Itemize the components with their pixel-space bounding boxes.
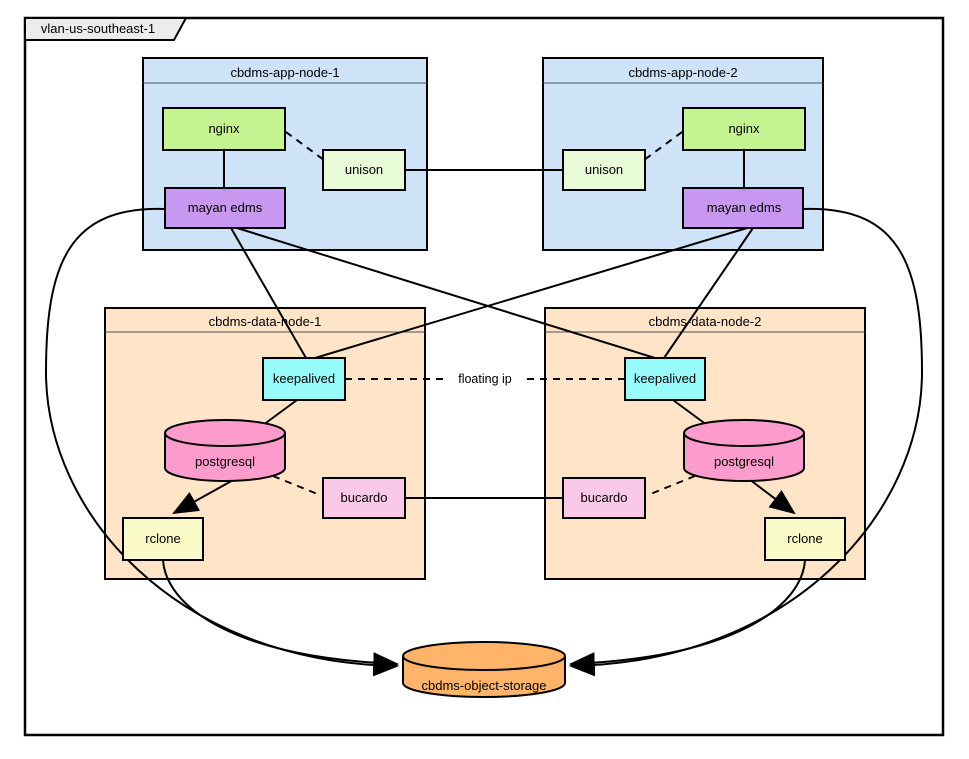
data-node-1-services: keepalived postgresql bucardo rclone [122, 357, 406, 561]
unison-2-node [562, 149, 646, 191]
floating-ip-label: floating ip [458, 372, 512, 386]
rclone-2-label: rclone [787, 531, 822, 546]
rclone-1-node [122, 517, 204, 561]
postgresql-2-label: postgresql [714, 454, 774, 469]
data-node-2-services: keepalived postgresql bucardo rclone [562, 357, 846, 561]
edges [44, 131, 924, 677]
edge-postgresql1-bucardo1-dashed [272, 475, 321, 496]
keepalived-2-node [624, 357, 706, 401]
edge-postgresql2-bucardo2-dashed [647, 475, 696, 496]
keepalived-1-node [262, 357, 346, 401]
floating-ip-annotation: floating ip [449, 369, 521, 389]
edge-mayan1-keepalived1 [230, 227, 307, 359]
nginx-2-label: nginx [728, 121, 760, 136]
keepalived-1-label: keepalived [273, 371, 335, 386]
bucardo-1-node [322, 477, 406, 519]
edge-mayan1-storage-curve [44, 207, 400, 677]
postgresql-1-top [164, 419, 286, 447]
postgresql-1-cylinder: postgresql [164, 419, 286, 482]
app-node-2-services: nginx unison mayan edms [562, 107, 806, 229]
app-node-2-title: cbdms-app-node-2 [628, 65, 737, 80]
nginx-2-node [682, 107, 806, 151]
rclone-2-node [764, 517, 846, 561]
edge-nginx2-unison2-dashed [639, 131, 683, 164]
edge-postgresql2-rclone2-arrow [748, 478, 796, 515]
keepalived-2-label: keepalived [634, 371, 696, 386]
data-node-2-title: cbdms-data-node-2 [649, 314, 762, 329]
data-node-1-title: cbdms-data-node-1 [209, 314, 322, 329]
object-storage-top [402, 641, 566, 671]
vlan-label-tab [24, 17, 188, 41]
unison-1-label: unison [345, 162, 383, 177]
object-storage-cylinder: cbdms-object-storage [402, 641, 566, 698]
postgresql-2-cylinder: postgresql [683, 419, 805, 482]
unison-1-node [322, 149, 406, 191]
nginx-1-node [162, 107, 286, 151]
floating-ip-label-bg [449, 369, 521, 389]
edge-mayan2-keepalived2 [663, 227, 754, 359]
edge-rclone1-storage-curve [162, 559, 400, 674]
bucardo-2-label: bucardo [581, 490, 628, 505]
app-node-1-title: cbdms-app-node-1 [230, 65, 339, 80]
unison-2-label: unison [585, 162, 623, 177]
mayan-edms-2-node [682, 187, 804, 229]
nginx-1-label: nginx [208, 121, 240, 136]
mayan-edms-1-label: mayan edms [188, 200, 263, 215]
bucardo-1-label: bucardo [341, 490, 388, 505]
object-storage-label: cbdms-object-storage [422, 678, 547, 693]
vlan-label: vlan-us-southeast-1 [41, 21, 155, 36]
rclone-1-label: rclone [145, 531, 180, 546]
postgresql-1-label: postgresql [195, 454, 255, 469]
edge-rclone2-storage-curve [568, 559, 806, 674]
edge-mayan2-storage-curve [568, 207, 924, 677]
edge-postgresql1-rclone1-arrow [172, 478, 236, 515]
edge-mayan1-keepalived2 [236, 227, 656, 359]
postgresql-2-top [683, 419, 805, 447]
mayan-edms-2-label: mayan edms [707, 200, 782, 215]
mayan-edms-1-node [164, 187, 286, 229]
bucardo-2-node [562, 477, 646, 519]
edge-nginx1-unison1-dashed [285, 131, 329, 164]
edge-mayan2-keepalived1 [314, 227, 748, 359]
app-node-1-services: nginx unison mayan edms [162, 107, 406, 229]
